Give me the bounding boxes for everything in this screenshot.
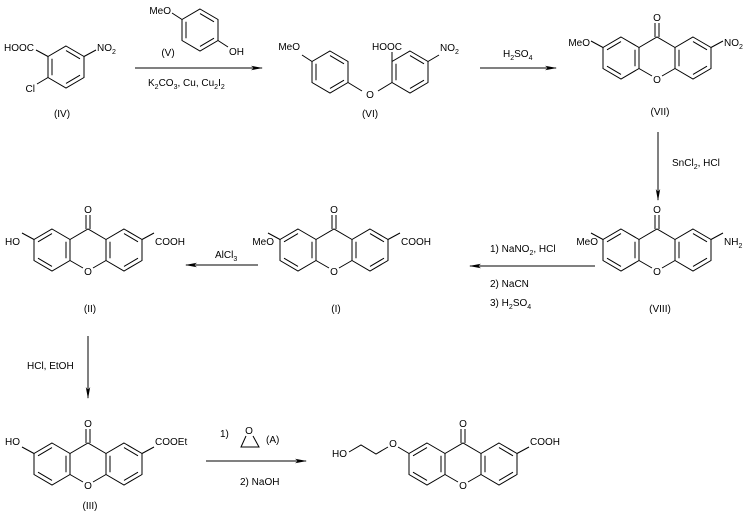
ring-oxygen: O — [459, 481, 467, 492]
ring-oxygen: O — [84, 267, 92, 278]
ring-oxygen: O — [653, 75, 661, 86]
carbonyl-oxygen: O — [459, 419, 467, 430]
reagent-step2: H2SO4 — [503, 49, 533, 62]
reagent-step4-line2: 2) NaCN — [490, 279, 529, 290]
ether-oxygen: O — [389, 439, 397, 450]
hydroxy-group: OH — [229, 47, 244, 58]
methoxy-group: MeO — [568, 38, 590, 49]
compound-label: (IV) — [54, 109, 70, 120]
reagent-step4-line1: 1) NaNO2, HCl — [490, 244, 556, 257]
carbonyl-oxygen: O — [653, 13, 661, 24]
methoxy-group: MeO — [576, 237, 598, 248]
ring-oxygen: O — [330, 267, 338, 278]
compound-label: (VII) — [651, 107, 670, 118]
compound-label: (III) — [83, 501, 98, 512]
compound-VIII: O O MeO NH2 (VIII) — [576, 205, 742, 315]
compound-VII: O O MeO NO2 (VII) — [568, 13, 743, 118]
compound-label: (II) — [84, 304, 96, 315]
step-number: 1) — [220, 429, 229, 440]
acid-group: COOH — [401, 237, 431, 248]
ester-group: COOEt — [155, 437, 187, 448]
compound-label: (V) — [161, 48, 174, 59]
compound-label: (VI) — [362, 109, 378, 120]
reagent-step7: 1) O (A) 2) NaOH — [220, 426, 279, 488]
nitro-group: NO2 — [724, 38, 743, 51]
ether-oxygen: O — [366, 90, 374, 101]
compound-label: (I) — [331, 304, 340, 315]
amine-group: NH2 — [724, 237, 742, 250]
compound-II: O O HO COOH (II) — [5, 205, 185, 315]
step-2-reagent: 2) NaOH — [240, 477, 279, 488]
chloro-group: Cl — [26, 84, 35, 95]
ring-oxygen: O — [84, 481, 92, 492]
acid-group: COOH — [155, 237, 185, 248]
svg-text:O: O — [245, 426, 253, 437]
nitro-group: NO2 — [440, 43, 459, 56]
compound-V: MeO OH (V) — [149, 6, 244, 59]
hydroxy-group: HO — [5, 437, 20, 448]
compound-product: O O O HO COOH — [332, 419, 560, 492]
reagent-step4-line3: 3) H2SO4 — [490, 298, 531, 311]
methoxy-group: MeO — [149, 6, 171, 17]
epoxide-icon: O — [240, 426, 260, 448]
acid-group: HOOC — [372, 42, 402, 53]
hydroxy-group: HO — [5, 237, 20, 248]
reagent-step3: SnCl2, HCl — [672, 158, 720, 171]
acid-group: HOOC — [4, 43, 34, 54]
reagent-ref: (A) — [266, 435, 279, 446]
compound-VI: MeO O HOOC NO2 (VI) — [278, 42, 459, 120]
reagent-step1: K2CO3, Cu, Cu2I2 — [148, 78, 225, 91]
carbonyl-oxygen: O — [330, 205, 338, 216]
hydroxy-group: HO — [332, 449, 347, 460]
acid-group: COOH — [530, 437, 560, 448]
carbonyl-oxygen: O — [653, 205, 661, 216]
carbonyl-oxygen: O — [84, 419, 92, 430]
methoxy-group: MeO — [278, 42, 300, 53]
compound-III: O O HO COOEt (III) — [5, 419, 187, 512]
compound-I: O O MeO COOH (I) — [252, 205, 431, 315]
compound-IV: HOOC NO2 Cl (IV) — [4, 43, 116, 120]
nitro-group: NO2 — [97, 43, 116, 56]
reagent-step5: AlCl3 — [215, 250, 237, 263]
carbonyl-oxygen: O — [84, 205, 92, 216]
compound-label: (VIII) — [649, 304, 671, 315]
methoxy-group: MeO — [252, 237, 274, 248]
reagent-step6: HCl, EtOH — [27, 361, 74, 372]
ring-oxygen: O — [653, 267, 661, 278]
